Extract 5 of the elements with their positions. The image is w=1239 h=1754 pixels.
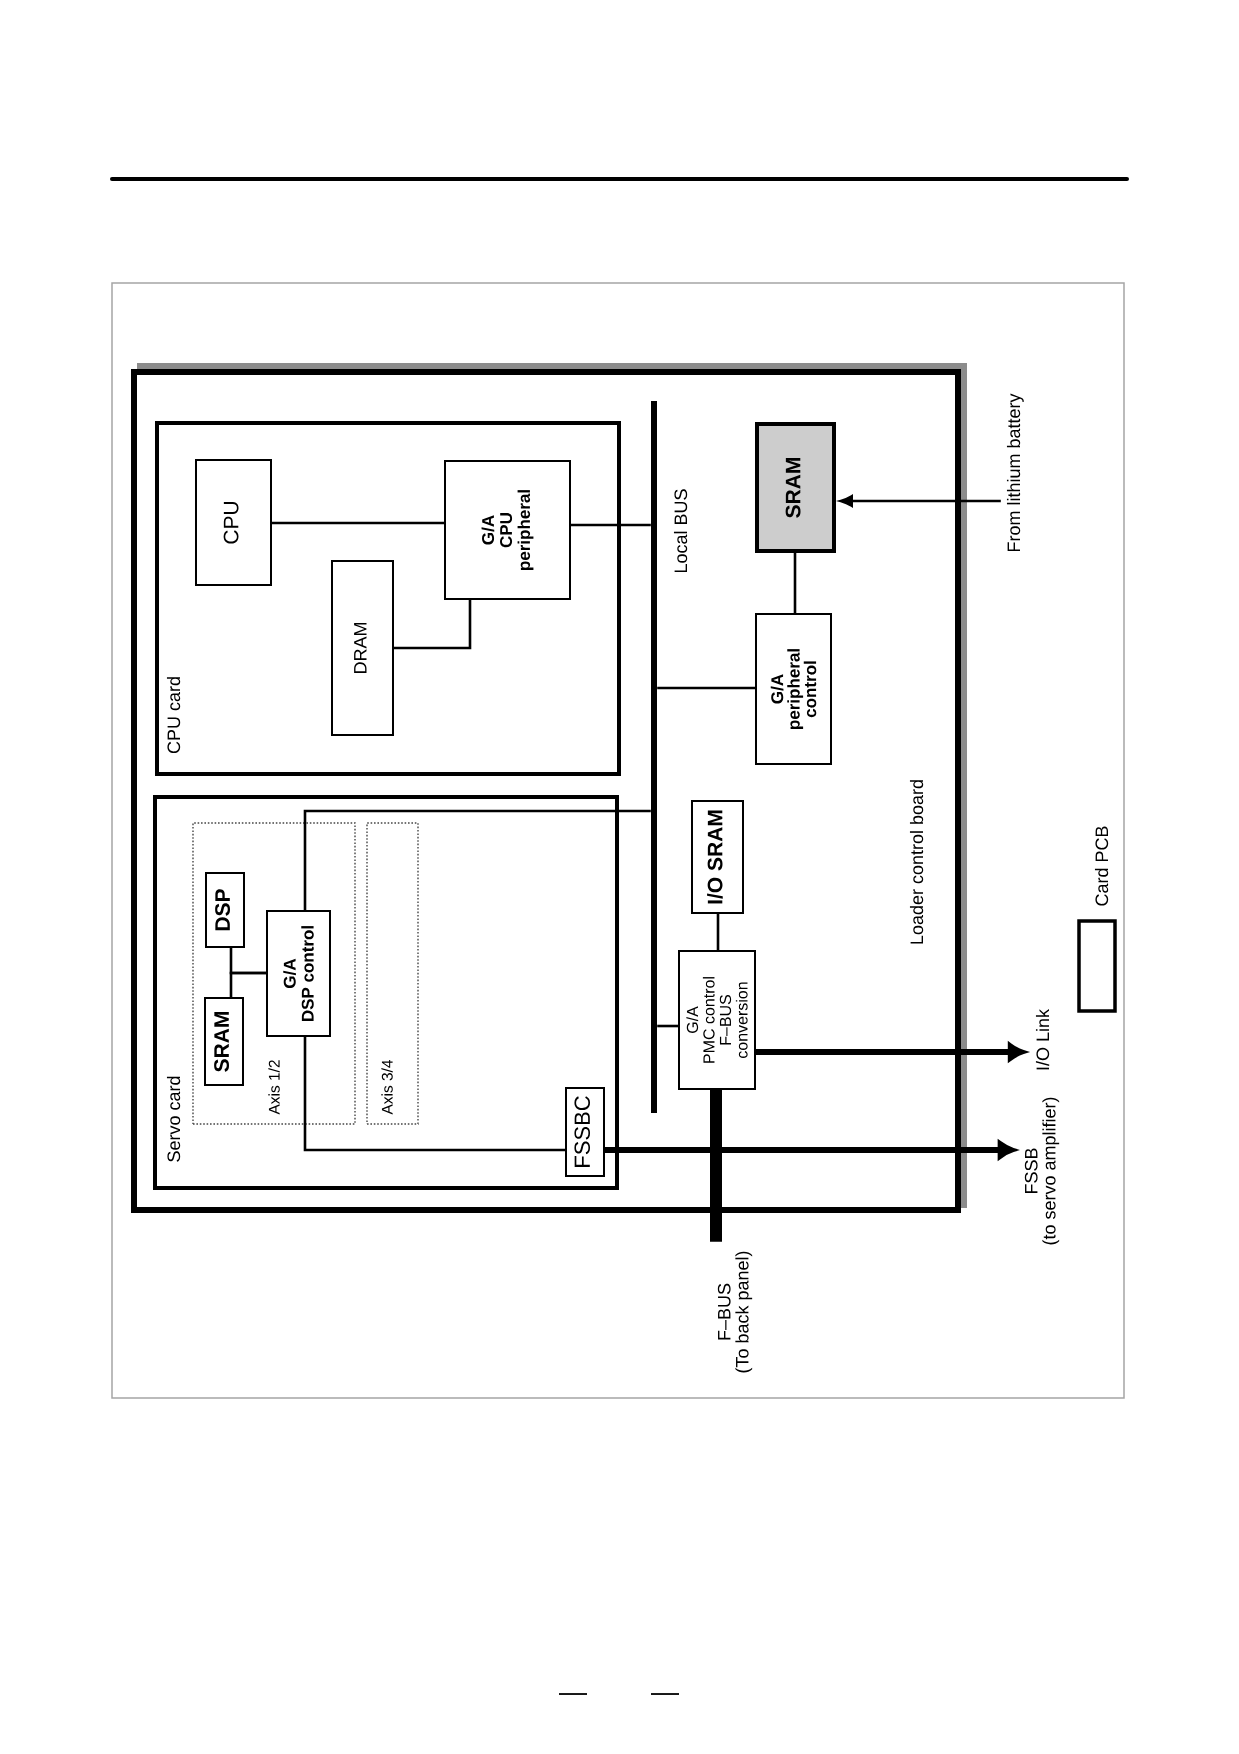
connector-label: FSSB (to servo amplifier) (1024, 1097, 1060, 1245)
legend-label: Card PCB (1094, 826, 1109, 906)
connector-label: I/O Link (1035, 1009, 1050, 1070)
connector-label: From lithium battery (1006, 393, 1024, 552)
connector-label: F–BUS (To back panel) (717, 1251, 753, 1373)
